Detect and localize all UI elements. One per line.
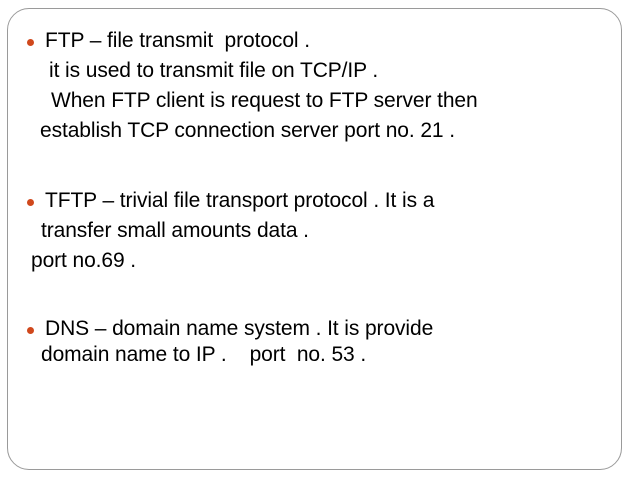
bullet-text-line: establish TCP connection server port no.…	[40, 119, 455, 142]
bullet-dot-icon	[27, 39, 34, 46]
bullet-text-line: port no.69 .	[31, 249, 137, 272]
bullet-text-line: domain name to IP . port no. 53 .	[41, 343, 367, 366]
bullet-text-line: When FTP client is request to FTP server…	[51, 89, 478, 112]
bullet-text-line: FTP – file transmit protocol .	[45, 29, 310, 52]
content-frame: FTP – file transmit protocol . it is use…	[7, 8, 622, 470]
bullet-text-line: DNS – domain name system . It is provide	[45, 317, 434, 340]
bullet-dot-icon	[27, 327, 34, 334]
bullet-text-line: TFTP – trivial file transport protocol .…	[45, 189, 435, 212]
bullet-text-line: it is used to transmit file on TCP/IP .	[49, 59, 379, 82]
bullet-dot-icon	[27, 199, 34, 206]
bullet-text-line: transfer small amounts data .	[41, 219, 309, 242]
